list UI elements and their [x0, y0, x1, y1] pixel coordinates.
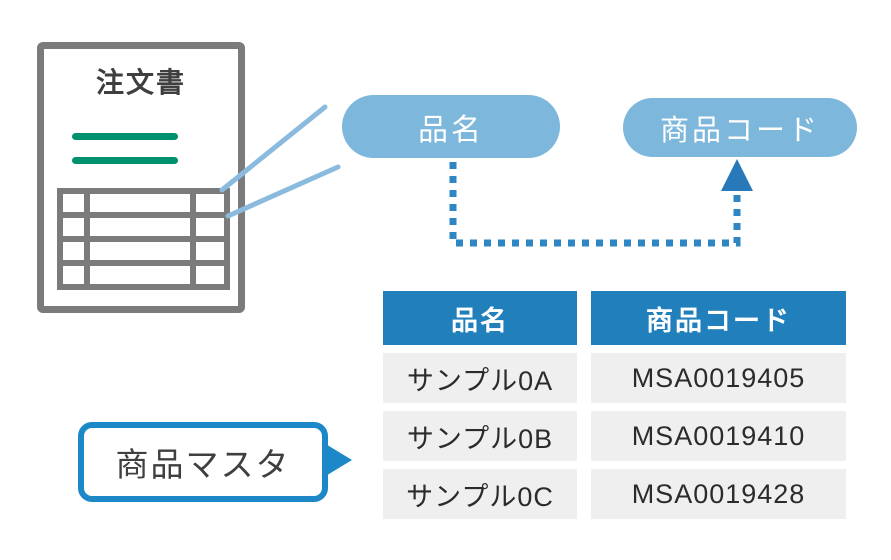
order-form-table-grid-icon: [57, 188, 230, 290]
table-header-name: 品名: [383, 291, 577, 345]
grid-cell: [196, 242, 224, 260]
table-cell: サンプル0A: [383, 353, 577, 403]
grid-cell: [196, 266, 224, 284]
table-cell: サンプル0C: [383, 469, 577, 519]
field-pill-name-label: 品名: [418, 113, 484, 147]
order-form-title: 注文書: [95, 67, 186, 98]
master-table: 品名 商品コード サンプル0A MSA0019405 サンプル0B MSA001…: [383, 291, 846, 519]
grid-cell: [63, 266, 84, 284]
grid-cell: [63, 218, 84, 236]
field-pill-code-label: 商品コード: [659, 114, 820, 147]
grid-cell: [90, 218, 190, 236]
grid-cell: [196, 194, 224, 212]
table-cell: サンプル0B: [383, 411, 577, 461]
flow-dotted-connector-icon: [449, 162, 741, 247]
master-label-box: 商品マスタ: [78, 422, 328, 502]
grid-cell: [90, 194, 190, 212]
field-pill-code: 商品コード: [623, 98, 857, 157]
order-form-document: 注文書: [37, 42, 245, 313]
text-line-bar-icon: [72, 157, 178, 164]
text-line-bar-icon: [72, 133, 178, 140]
grid-cell: [63, 194, 84, 212]
grid-cell: [196, 218, 224, 236]
table-cell: MSA0019405: [591, 353, 846, 403]
table-cell: MSA0019428: [591, 469, 846, 519]
arrow-right-icon: [324, 443, 352, 477]
table-cell: MSA0019410: [591, 411, 846, 461]
grid-cell: [63, 242, 84, 260]
grid-cell: [90, 242, 190, 260]
grid-cell: [90, 266, 190, 284]
arrow-up-icon: [721, 159, 753, 191]
table-header-code: 商品コード: [591, 291, 846, 345]
field-pill-name: 品名: [342, 95, 560, 158]
master-label-text: 商品マスタ: [115, 446, 291, 483]
